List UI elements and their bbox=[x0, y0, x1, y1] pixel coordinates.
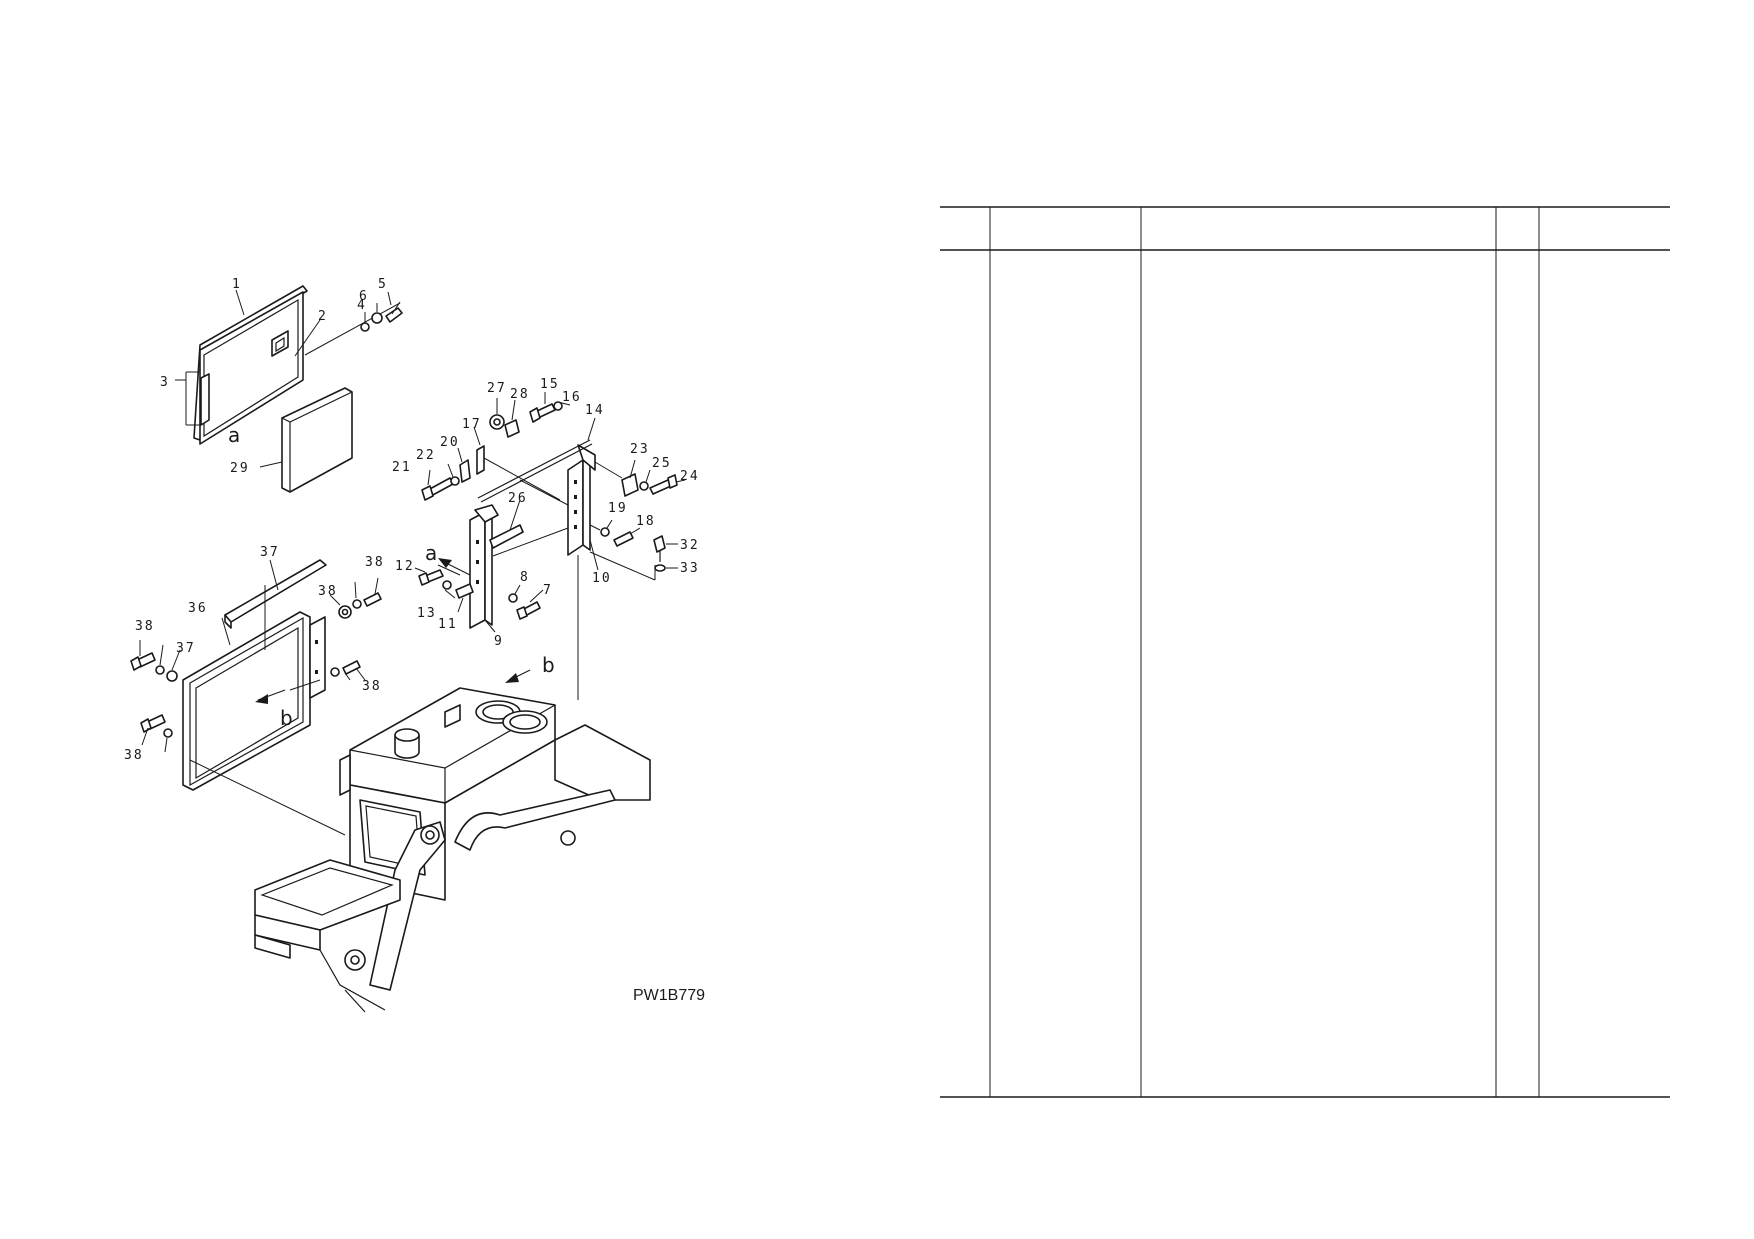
callout-8: 8 bbox=[520, 570, 530, 585]
ref-b-left: b bbox=[280, 706, 293, 730]
callout-25: 25 bbox=[652, 456, 672, 471]
callout-4: 4 bbox=[357, 298, 367, 313]
callout-19: 19 bbox=[608, 501, 628, 516]
right-fastener-parts bbox=[594, 459, 686, 497]
callout-11: 11 bbox=[438, 617, 458, 632]
callout-18: 18 bbox=[636, 514, 656, 529]
strip-part-35 bbox=[224, 559, 327, 629]
ref-a-cover: a bbox=[228, 423, 240, 447]
bracket-part-10 bbox=[567, 444, 599, 571]
callout-37-mid: 38 bbox=[362, 679, 382, 694]
figure-code: PW1B779 bbox=[633, 987, 705, 1004]
cover-fastener-parts bbox=[304, 291, 403, 356]
callout-16: 16 bbox=[562, 390, 582, 405]
lower-bracket-fasteners bbox=[414, 564, 544, 620]
pad-part bbox=[259, 387, 353, 493]
callout-32: 32 bbox=[680, 538, 700, 553]
side-bracket-part bbox=[309, 616, 326, 699]
callout-labels: 1 2 3 4 5 6 29 27 28 15 16 14 17 20 22 2… bbox=[124, 277, 700, 763]
ref-a-bracket: a bbox=[425, 541, 437, 565]
fastener-parts-32-33 bbox=[589, 535, 678, 581]
callout-33: 33 bbox=[680, 561, 700, 576]
callout-36-left: 37 bbox=[176, 641, 196, 656]
callout-29: 29 bbox=[230, 461, 250, 476]
ref-b-right: b bbox=[542, 653, 555, 677]
callout-15: 15 bbox=[540, 377, 560, 392]
rod-part-14 bbox=[477, 417, 596, 503]
callout-12: 12 bbox=[395, 559, 415, 574]
callout-20: 20 bbox=[440, 435, 460, 450]
bracket-part-9 bbox=[469, 504, 499, 633]
grille-frame-part-34 bbox=[182, 585, 311, 791]
callout-9: 9 bbox=[494, 634, 504, 649]
arrow-b-right bbox=[505, 669, 531, 683]
callout-14: 14 bbox=[585, 403, 605, 418]
callout-21: 21 bbox=[392, 460, 412, 475]
callout-2: 2 bbox=[318, 309, 328, 324]
fastener-parts-18-19 bbox=[589, 519, 641, 547]
callout-37-left-bot: 38 bbox=[124, 748, 144, 763]
callout-27: 27 bbox=[487, 381, 507, 396]
callout-24: 24 bbox=[680, 469, 700, 484]
callout-17: 17 bbox=[462, 417, 482, 432]
callout-34: 36 bbox=[188, 601, 208, 616]
callout-28: 28 bbox=[510, 387, 530, 402]
callout-37-r: 38 bbox=[365, 555, 385, 570]
callout-7: 7 bbox=[543, 583, 553, 598]
callout-37-left-top: 38 bbox=[135, 619, 155, 634]
parts-list-table bbox=[940, 206, 1670, 1098]
callout-36-r: 38 bbox=[318, 584, 338, 599]
callout-22: 22 bbox=[416, 448, 436, 463]
top-fastener-parts bbox=[489, 392, 571, 438]
callout-3: 3 bbox=[160, 375, 170, 390]
callout-23: 23 bbox=[630, 442, 650, 457]
exploded-parts-diagram: 1 2 3 4 5 6 29 27 28 15 16 14 17 20 22 2… bbox=[124, 277, 705, 1013]
callout-35: 37 bbox=[260, 545, 280, 560]
callout-5: 5 bbox=[378, 277, 388, 292]
frame-fasteners-right bbox=[329, 577, 382, 681]
machine-body bbox=[254, 687, 651, 1013]
arrow-a bbox=[438, 558, 471, 576]
callout-6: 6 bbox=[359, 289, 369, 304]
arrow-b-left bbox=[255, 679, 321, 704]
callout-10: 10 bbox=[592, 571, 612, 586]
callout-13: 13 bbox=[417, 606, 437, 621]
bolt-parts-21-22 bbox=[421, 463, 460, 501]
frame-fasteners-left bbox=[130, 640, 181, 753]
assembly-leader-lines bbox=[189, 555, 579, 836]
clip-parts bbox=[457, 426, 569, 506]
cover-panel-part bbox=[175, 285, 321, 445]
plate-part-26 bbox=[489, 499, 569, 557]
callout-26: 26 bbox=[508, 491, 528, 506]
callout-1: 1 bbox=[232, 277, 242, 292]
